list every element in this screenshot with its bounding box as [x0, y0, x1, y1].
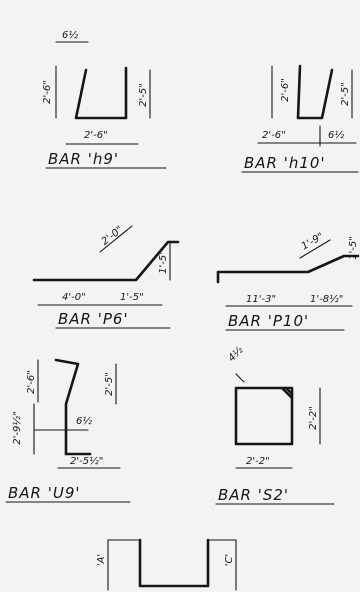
- bar-u9-title: BAR 'U9': [8, 484, 81, 502]
- bar-u-right-dim: 'C': [224, 554, 235, 566]
- bar-u9-offset-dim: 6½: [76, 415, 92, 427]
- bar-p6-shape: [32, 240, 180, 282]
- bar-p6-rise-dim: 1'-5": [158, 250, 169, 274]
- bar-p10-title: BAR 'P10': [228, 312, 309, 330]
- bar-s2-hook-2: [284, 386, 294, 396]
- bar-h10-title: BAR 'h10': [244, 154, 326, 172]
- bar-s2-bottom-dim: 2'-2": [246, 456, 270, 467]
- bar-p10-slope-dim-line: [299, 239, 331, 259]
- bar-u9-upper-shape: [54, 358, 80, 456]
- bar-h10-bottom-right-dim: 6½: [328, 129, 344, 141]
- bar-h10-shape: [296, 64, 334, 120]
- bar-s2-shape: [234, 386, 294, 446]
- bar-h10-bottom-left-dim: 2'-6": [262, 130, 286, 141]
- bar-p6-run-dim: 4'-0": [62, 292, 86, 303]
- bar-u-shape: [138, 538, 210, 588]
- bar-s2-side-dim: 2'-2": [308, 406, 319, 430]
- bar-h10-left-dim: 2'-6": [280, 78, 291, 102]
- bar-u9-bottom-dim: 2'-5½": [70, 455, 103, 467]
- bar-p6-offset-dim: 1'-5": [120, 292, 144, 303]
- bar-s2-title: BAR 'S2': [218, 486, 289, 504]
- bar-p10-run-dim: 11'-3": [246, 294, 276, 305]
- bar-s2-hook-dim-line: [235, 373, 245, 383]
- bar-p6-title: BAR 'P6': [58, 310, 129, 328]
- bar-p10-rise-dim: 1'-5": [348, 236, 359, 260]
- bar-s2-hook-dim: 4½: [226, 344, 246, 364]
- bar-p6-slope-dim-line: [99, 225, 133, 253]
- bar-h10: 2'-6" 2'-5" 2'-6" 6½ BAR 'h10': [241, 64, 359, 173]
- bar-p10-slope-dim: 1'-9": [300, 231, 326, 252]
- bar-u-generic: 'A' 'C': [96, 538, 237, 591]
- bar-u9: 2'-6" 2'-5" 2'-9½" 6½ 2'-5½" BAR 'U9': [5, 358, 131, 503]
- bar-p10-offset-dim: 1'-8½": [310, 293, 343, 305]
- bar-h10-right-dim: 2'-5": [340, 82, 351, 106]
- bar-s2: 4½ 2'-2" 2'-2" BAR 'S2': [215, 344, 335, 505]
- bar-p6: 2'-0" 1'-5" 4'-0" 1'-5" BAR 'P6': [32, 224, 180, 329]
- bar-s2-hook-1: [280, 386, 294, 400]
- bar-h9-shape: [74, 66, 128, 120]
- bar-u9-lower-left-dim: 2'-9½": [11, 411, 23, 444]
- bar-u9-upper-left-dim: 2'-6": [26, 370, 37, 394]
- bar-p10: 1'-9" 1'-5" 11'-3" 1'-8½" BAR 'P10': [216, 231, 360, 331]
- bar-p10-shape: [216, 254, 360, 284]
- bar-h9-title: BAR 'h9': [48, 150, 119, 168]
- bar-u-left-dim: 'A': [96, 554, 107, 566]
- bar-h9: 6½ 2'-6" 2'-5" 2'-6" BAR 'h9': [42, 29, 167, 169]
- bar-h9-right-dim: 2'-5": [138, 83, 149, 107]
- bar-h9-top-dim: 6½: [62, 29, 78, 41]
- bar-h9-left-dim: 2'-6": [42, 80, 53, 104]
- bar-h9-bottom-dim: 2'-6": [84, 130, 108, 141]
- bar-u9-upper-right-dim: 2'-5": [104, 372, 115, 396]
- bar-p6-slope-dim: 2'-0": [100, 224, 125, 247]
